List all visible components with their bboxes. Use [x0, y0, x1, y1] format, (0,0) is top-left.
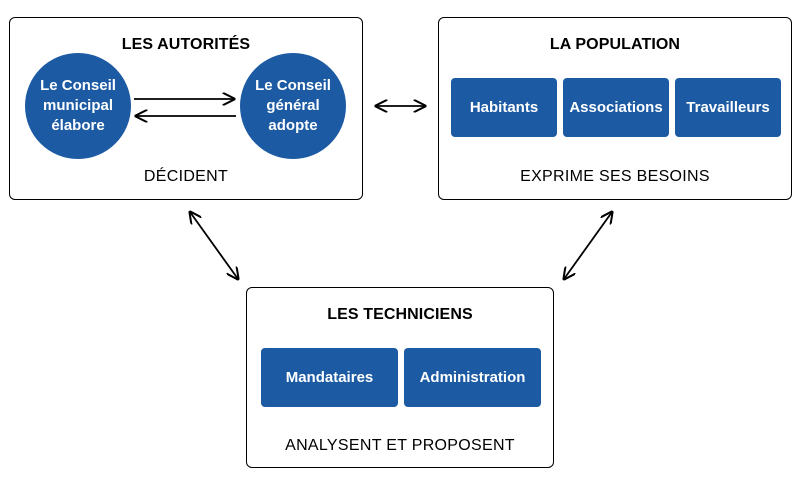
circle-conseil-general: Le Conseil général adopte [240, 53, 346, 159]
panel-population-caption: EXPRIME SES BESOINS [520, 168, 710, 185]
tile-habitants: Habitants [451, 78, 557, 137]
panel-autorites: LES AUTORITÉS Le Conseil municipal élabo… [9, 17, 363, 200]
panel-techniciens: LES TECHNICIENS Mandataires Administrati… [246, 287, 554, 468]
panel-population: LA POPULATION Habitants Associations Tra… [438, 17, 792, 200]
tile-mandataires: Mandataires [261, 348, 398, 407]
panel-techniciens-caption: ANALYSENT ET PROPOSENT [285, 437, 515, 454]
tile-administration: Administration [404, 348, 541, 407]
arrow-autorites-techniciens [190, 212, 238, 279]
arrow-population-techniciens [564, 212, 612, 279]
tile-travailleurs: Travailleurs [675, 78, 781, 137]
circle-conseil-municipal: Le Conseil municipal élabore [25, 53, 131, 159]
panel-autorites-title: LES AUTORITÉS [121, 36, 251, 53]
panel-techniciens-title: LES TECHNICIENS [327, 306, 473, 323]
panel-autorites-caption: DÉCIDENT [143, 168, 229, 185]
tile-associations: Associations [563, 78, 669, 137]
panel-population-title: LA POPULATION [549, 36, 681, 53]
